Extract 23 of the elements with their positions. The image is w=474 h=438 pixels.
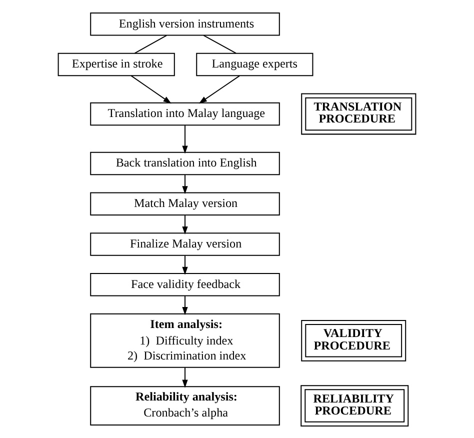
node-box: Reliability analysis: Cronbach’s alpha [90,386,280,425]
connector [134,34,167,54]
arrow [182,125,188,154]
node-box: Expertise in stroke [58,52,175,76]
node-box: Match Malay version [90,192,280,215]
arrow [182,255,188,274]
arrow [198,74,240,104]
node-box: TRANSLATION PROCEDURE [301,92,416,134]
arrow [182,174,188,194]
arrow [182,214,188,234]
node-box: RELIABILITY PROCEDURE [300,384,409,426]
node-box: Translation into Malay language [90,102,280,126]
node-box: Language experts [196,52,314,76]
node-box: VALIDITY PROCEDURE [301,319,406,361]
connector [203,34,236,54]
node-box: Item analysis: 1) Difficulty index 2) Discrimination index [90,312,280,368]
node-box: English version instruments [90,12,280,36]
arrow [182,296,188,315]
arrow [182,367,188,388]
node-box: Face validity feedback [90,272,280,296]
node-box: Back translation into English [90,151,280,175]
node-box: Finalize Malay version [90,232,280,256]
arrow [130,74,172,104]
